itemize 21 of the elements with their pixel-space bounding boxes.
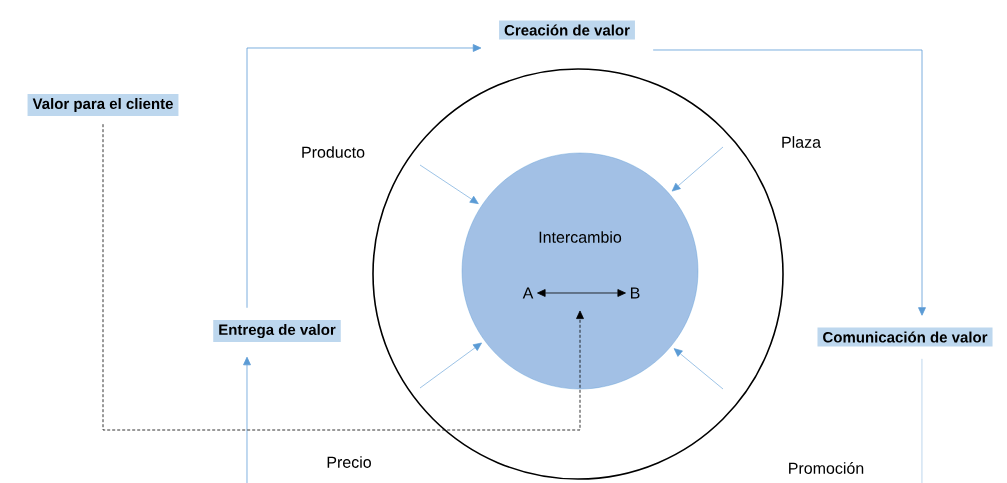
arrow	[419, 164, 479, 204]
arrow	[246, 44, 482, 309]
dashed-arrow	[102, 123, 584, 431]
label-box: Entrega de valor	[213, 319, 341, 342]
mix-label: Producto	[302, 146, 365, 158]
arrow	[652, 49, 926, 316]
arrow	[673, 348, 724, 390]
label-box: Comunicación de valor	[817, 327, 993, 347]
outer-circle	[372, 68, 784, 480]
party-label: B	[631, 287, 640, 299]
mix-label: Plaza	[782, 136, 821, 148]
arrow	[419, 342, 482, 389]
label-box: Valor para el cliente	[27, 94, 179, 116]
label-box: Creación de valor	[499, 20, 635, 40]
circle-title: Intercambio	[539, 231, 622, 243]
party-label: A	[522, 287, 534, 299]
arrow	[537, 289, 626, 297]
mix-label: Precio	[327, 456, 371, 468]
arrow	[243, 356, 251, 483]
mix-label: Promoción	[789, 462, 864, 474]
arrow	[671, 146, 724, 192]
